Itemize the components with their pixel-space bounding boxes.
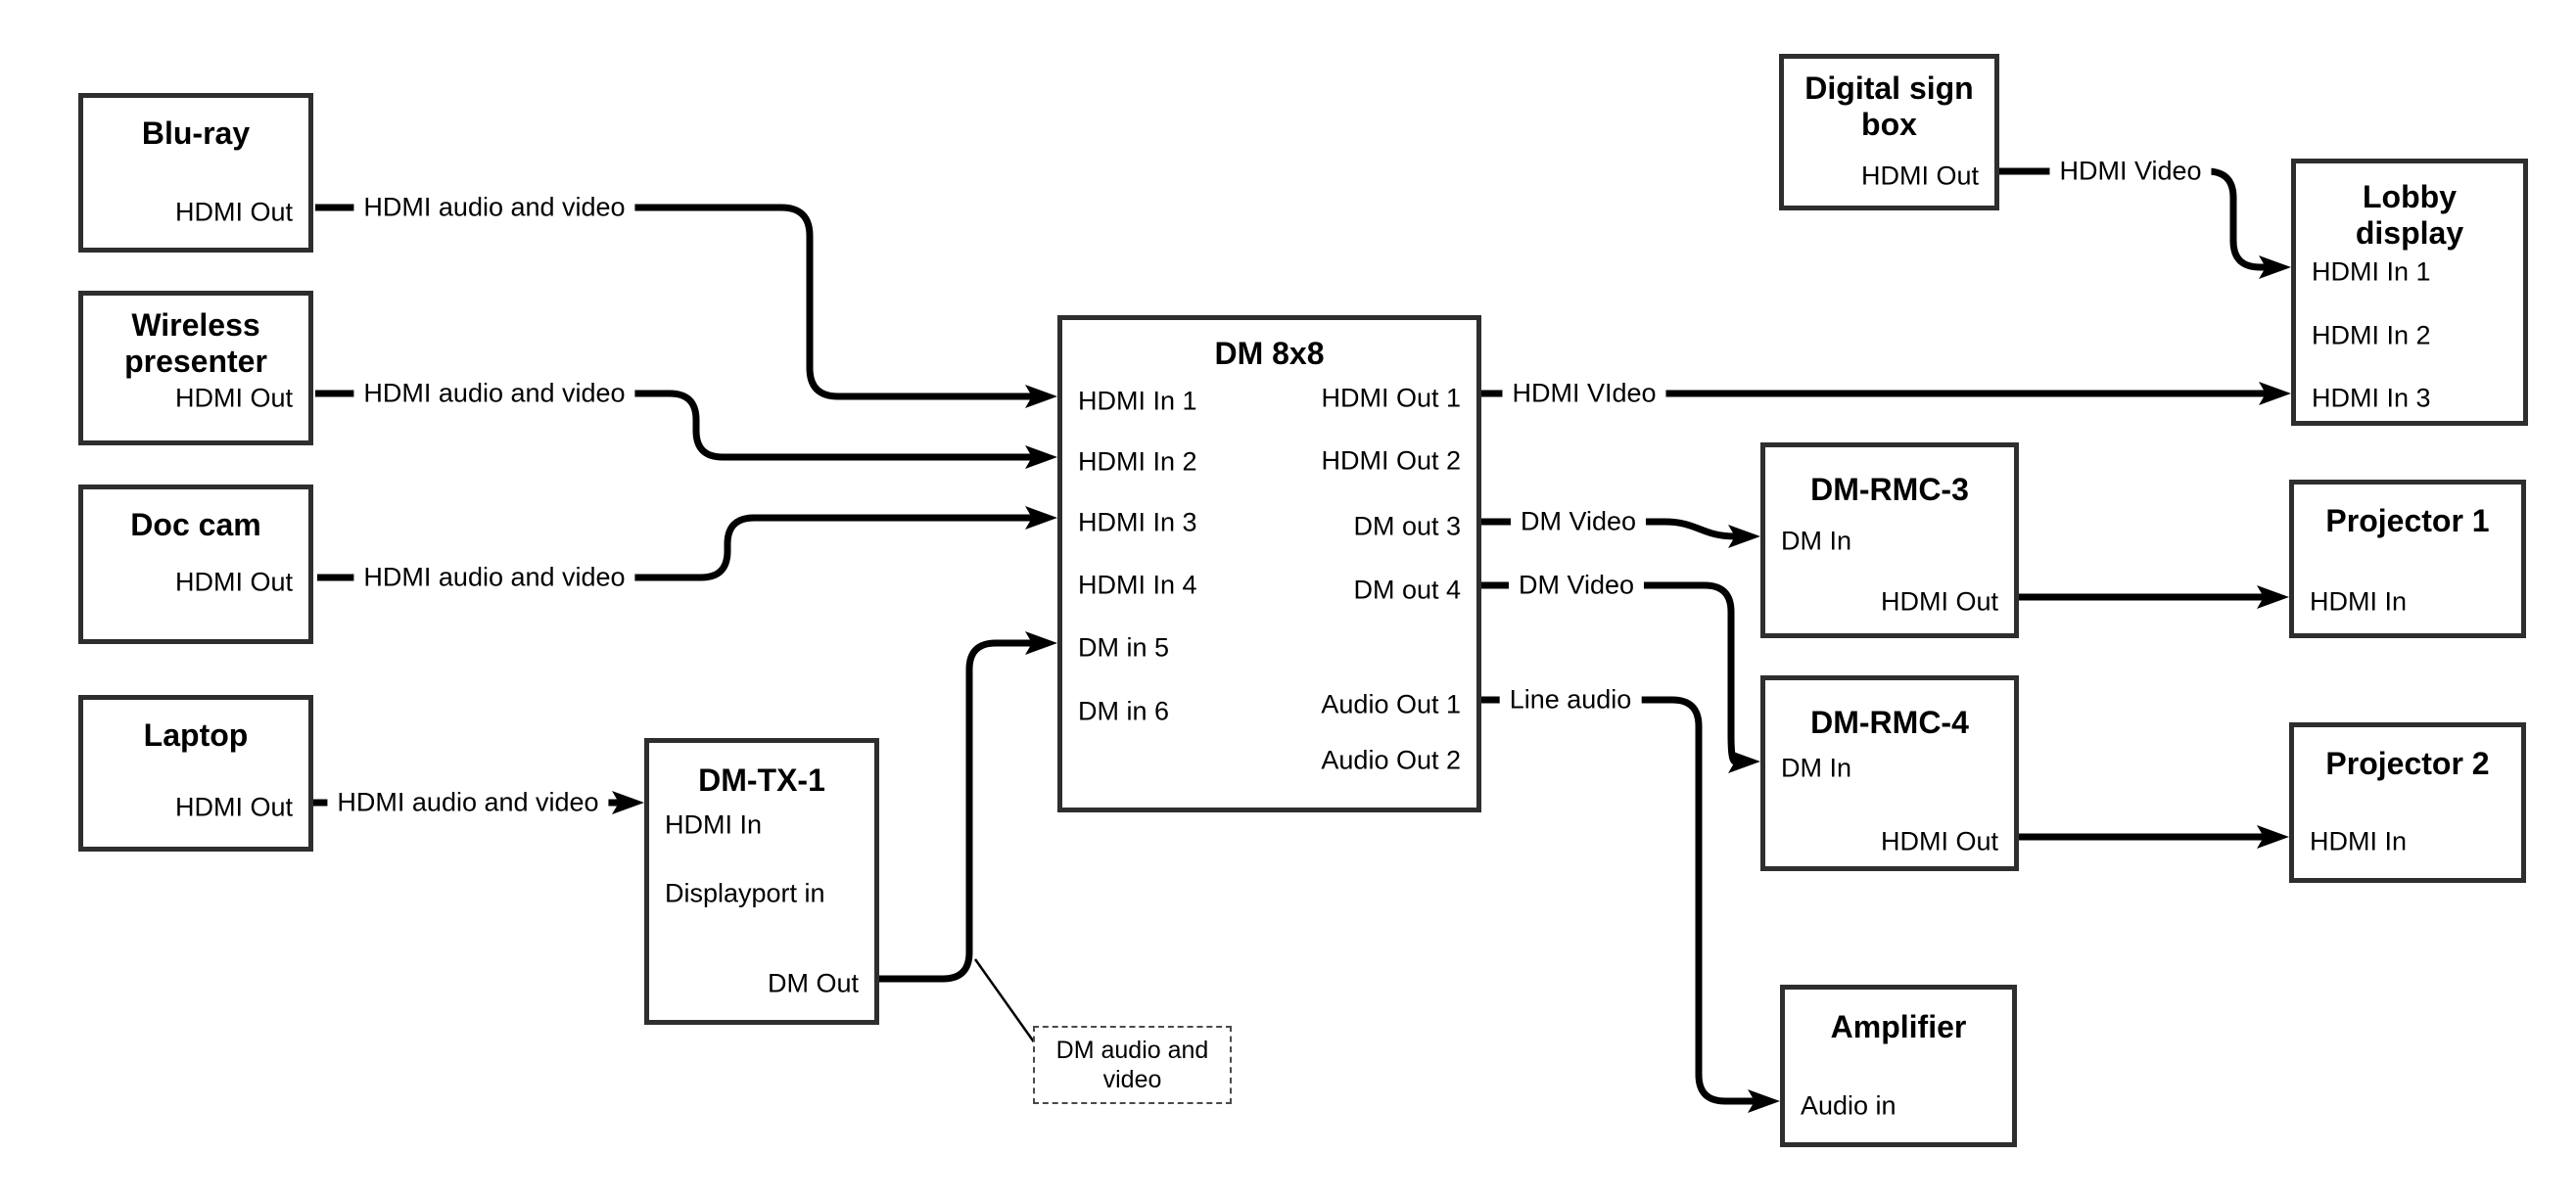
arrowhead — [2257, 585, 2289, 609]
connection-label-audio1: Line audio — [1499, 682, 1642, 717]
connection-label-out1: HDMI VIdeo — [1502, 376, 1666, 411]
node-dm-tx-1: DM-TX-1 HDMI In Displayport in DM Out — [644, 738, 879, 1025]
node-title: Laptop — [143, 717, 249, 753]
port-hdmi-out-2: HDMI Out 2 — [1321, 445, 1461, 476]
port-hdmi-in-4: HDMI In 4 — [1078, 570, 1197, 600]
node-title: Amplifier — [1830, 1009, 1967, 1044]
port-hdmi-out: HDMI Out — [174, 792, 293, 822]
node-dm-rmc-3: DM-RMC-3 DM In HDMI Out — [1760, 442, 2019, 638]
port-dm-out: DM Out — [767, 968, 859, 998]
connection-label-laptop: HDMI audio and video — [327, 785, 609, 820]
connection-label-out4: DM Video — [1508, 568, 1645, 603]
port-dm-in-5: DM in 5 — [1078, 632, 1170, 663]
connection-label-wireless: HDMI audio and video — [353, 376, 635, 411]
node-dm-8x8: DM 8x8 HDMI In 1 HDMI In 2 HDMI In 3 HDM… — [1057, 315, 1481, 812]
arrowhead — [1748, 1089, 1780, 1113]
callout-leader-line — [973, 958, 1037, 1044]
node-digital-sign-box: Digital sign box HDMI Out — [1779, 54, 1999, 210]
node-title: Projector 1 — [2325, 503, 2490, 538]
port-hdmi-out: HDMI Out — [1880, 586, 1998, 617]
port-audio-in: Audio in — [1801, 1090, 1897, 1121]
connection-label-doccam: HDMI audio and video — [353, 560, 635, 595]
port-hdmi-in-1: HDMI In 1 — [1078, 386, 1197, 416]
connector-doccam-to-dm8x8-in3 — [317, 514, 1032, 581]
connector-dmtx1-to-dm8x8-in5 — [879, 639, 1032, 983]
node-title: Blu-ray — [141, 115, 251, 151]
port-dm-out-4: DM out 4 — [1353, 575, 1461, 605]
node-lobby-display: Lobby display HDMI In 1 HDMI In 2 HDMI I… — [2291, 159, 2528, 426]
port-hdmi-in: HDMI In — [2310, 826, 2408, 856]
arrowheads — [612, 255, 2291, 1113]
node-title: DM-TX-1 — [698, 762, 825, 798]
node-title: Doc cam — [130, 507, 261, 542]
port-dm-out-3: DM out 3 — [1353, 511, 1461, 541]
callout-dm-audio-video: DM audio and video — [1033, 1026, 1232, 1104]
connection-label-sign: HDMI Video — [2049, 154, 2212, 189]
node-title: DM-RMC-3 — [1810, 472, 1969, 507]
arrowhead — [1025, 445, 1057, 469]
connector-dm8x8-out4-to-rmc4 — [1481, 581, 1738, 765]
node-amplifier: Amplifier Audio in — [1780, 985, 2017, 1147]
node-title: Projector 2 — [2325, 746, 2490, 781]
node-projector-1: Projector 1 HDMI In — [2289, 480, 2526, 638]
node-laptop: Laptop HDMI Out — [78, 695, 313, 852]
node-title: DM-RMC-4 — [1810, 705, 1969, 740]
node-title: Lobby display — [2355, 179, 2464, 251]
port-hdmi-in-2: HDMI In 2 — [1078, 446, 1197, 477]
arrowhead — [612, 791, 644, 814]
callout-text: DM audio and video — [1055, 1037, 1209, 1093]
connector-sign-to-lobby-in1 — [1999, 167, 2266, 271]
connector-dm8x8-audio1-to-amplifier — [1481, 696, 1755, 1105]
port-hdmi-out: HDMI Out — [174, 383, 293, 413]
node-title: Digital sign box — [1804, 70, 1974, 142]
port-hdmi-out: HDMI Out — [174, 197, 293, 227]
connection-label-out3: DM Video — [1510, 504, 1647, 539]
node-projector-2: Projector 2 HDMI In — [2289, 722, 2526, 883]
node-title: Wireless presenter — [124, 307, 267, 379]
port-hdmi-in-3: HDMI In 3 — [1078, 507, 1197, 537]
port-hdmi-out: HDMI Out — [1880, 826, 1998, 856]
arrowhead — [1025, 506, 1057, 530]
arrowhead — [2259, 255, 2291, 279]
port-dm-in: DM In — [1781, 526, 1852, 556]
node-blu-ray: Blu-ray HDMI Out — [78, 93, 313, 253]
connector-bluray-to-dm8x8-in1 — [315, 204, 1032, 400]
port-audio-out-2: Audio Out 2 — [1321, 745, 1461, 775]
port-hdmi-in-3: HDMI In 3 — [2312, 383, 2431, 413]
port-hdmi-in: HDMI In — [2310, 586, 2408, 617]
port-audio-out-1: Audio Out 1 — [1321, 689, 1461, 719]
arrowhead — [1025, 385, 1057, 408]
port-displayport-in: Displayport in — [665, 878, 825, 908]
node-wireless-presenter: Wireless presenter HDMI Out — [78, 291, 313, 445]
node-title: DM 8x8 — [1214, 336, 1325, 371]
port-dm-in: DM In — [1781, 753, 1852, 783]
connector-dm8x8-out3-to-rmc3 — [1481, 518, 1736, 540]
port-hdmi-in-2: HDMI In 2 — [2312, 320, 2431, 350]
arrowhead — [1025, 631, 1057, 655]
node-doc-cam: Doc cam HDMI Out — [78, 485, 313, 644]
connector-wireless-to-dm8x8-in2 — [315, 390, 1032, 461]
port-hdmi-out-1: HDMI Out 1 — [1321, 383, 1461, 413]
arrowhead — [2259, 382, 2291, 405]
port-hdmi-out: HDMI Out — [174, 567, 293, 597]
arrowhead — [1728, 525, 1760, 548]
arrowhead — [1728, 750, 1760, 773]
node-dm-rmc-4: DM-RMC-4 DM In HDMI Out — [1760, 675, 2019, 871]
port-hdmi-in: HDMI In — [665, 809, 763, 840]
connection-label-bluray: HDMI audio and video — [353, 190, 635, 225]
port-dm-in-6: DM in 6 — [1078, 696, 1170, 726]
arrowhead — [2257, 825, 2289, 849]
port-hdmi-in-1: HDMI In 1 — [2312, 256, 2431, 287]
port-hdmi-out: HDMI Out — [1860, 161, 1979, 191]
